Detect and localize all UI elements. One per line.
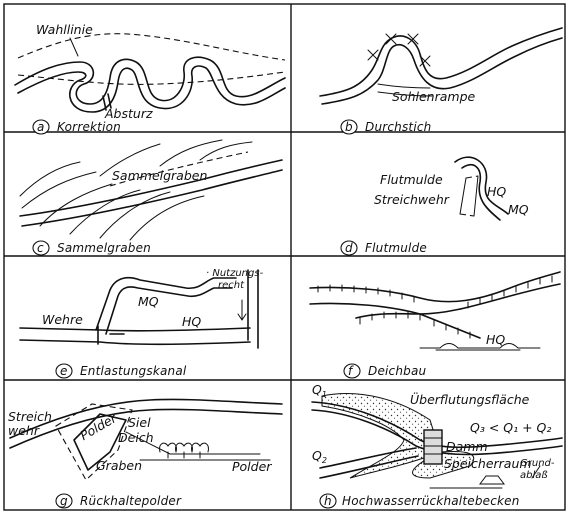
label-grund: Grund-: [520, 458, 555, 469]
svg-text:h: h: [324, 494, 332, 508]
panel-b-caption: b Durchstich: [341, 120, 431, 134]
label-siel: Siel: [128, 415, 151, 430]
contour-lines: [20, 140, 252, 240]
panel-b-durchstich: Sohlenrampe b Durchstich: [320, 28, 562, 134]
label-ablass: ablaß: [520, 470, 548, 481]
panel-h-caption: h Hochwasserrückhaltebecken: [320, 494, 520, 508]
svg-text:Durchstich: Durchstich: [365, 120, 431, 134]
label-hq: HQ: [182, 314, 201, 329]
panel-f-deichbau: HQ f Deichbau: [310, 272, 560, 378]
panel-c-sammelgraben: Sammelgraben c Sammelgraben: [20, 140, 282, 255]
label-speicherraum: Speicherraum: [444, 456, 532, 471]
svg-text:Korrektion: Korrektion: [57, 120, 121, 134]
label-graben: Graben: [96, 458, 142, 473]
svg-text:Hochwasserrückhaltebecken: Hochwasserrückhaltebecken: [342, 494, 520, 508]
label-damm: Damm: [446, 439, 488, 454]
label-absturz: Absturz: [104, 106, 153, 121]
label-wehr: wehr: [8, 423, 40, 438]
svg-text:Sammelgraben: Sammelgraben: [57, 241, 151, 255]
label-q1: Q1: [312, 382, 327, 399]
svg-text:Flutmulde: Flutmulde: [365, 241, 427, 255]
svg-text:Rückhaltepolder: Rückhaltepolder: [80, 494, 182, 508]
panel-e-entlastungskanal: · Nutzungs- recht MQ Wehre HQ e Entlastu…: [20, 268, 264, 378]
panel-h-hochwasserrueckhaltebecken: Q1 Q2 Überflutungsfläche Damm Q₃ < Q₁ + …: [312, 382, 562, 508]
svg-text:Deichbau: Deichbau: [368, 364, 427, 378]
svg-text:g: g: [60, 494, 68, 508]
label-nutzungsrecht-line1: · Nutzungs-: [206, 268, 264, 279]
label-wehre: Wehre: [42, 312, 83, 327]
label-mq: MQ: [138, 294, 159, 309]
svg-text:a: a: [37, 120, 45, 134]
panel-a-caption: a Korrektion: [33, 120, 121, 134]
svg-text:b: b: [345, 120, 353, 134]
panel-e-caption: e Entlastungskanal: [56, 364, 187, 378]
label-hq: HQ: [487, 184, 506, 199]
label-wahllinie: Wahllinie: [36, 22, 93, 37]
label-nutzungsrecht-line2: recht: [218, 280, 245, 291]
label-polder: Polder: [232, 459, 272, 474]
label-deich: Deich: [118, 430, 154, 445]
panel-d-flutmulde: Flutmulde Streichwehr HQ MQ d Flutmulde: [341, 157, 529, 255]
label-q2: Q2: [312, 448, 327, 465]
label-sammelgraben: Sammelgraben: [112, 168, 207, 183]
label-flutmulde: Flutmulde: [380, 172, 443, 187]
svg-text:d: d: [345, 241, 353, 255]
label-streich: Streich: [8, 409, 52, 424]
label-sohlenrampe: Sohlenrampe: [392, 89, 476, 104]
svg-text:c: c: [37, 241, 44, 255]
label-streichwehr: Streichwehr: [374, 192, 450, 207]
panel-f-caption: f Deichbau: [344, 364, 427, 378]
label-formel: Q₃ < Q₁ + Q₂: [470, 420, 551, 435]
panel-c-caption: c Sammelgraben: [33, 241, 151, 255]
svg-text:e: e: [60, 364, 68, 378]
dam: [424, 430, 442, 464]
panel-g-caption: g Rückhaltepolder: [56, 494, 182, 508]
svg-text:Entlastungskanal: Entlastungskanal: [80, 364, 187, 378]
label-mq: MQ: [508, 202, 529, 217]
label-ueberflutungsflaeche: Überflutungsfläche: [410, 391, 530, 407]
panel-a-korrektion: Wahllinie Absturz a Korrektion: [15, 22, 285, 134]
label-hq: HQ: [486, 332, 505, 347]
panel-g-rueckhaltepolder: Streich wehr Polder Siel Deich Graben Po…: [8, 399, 282, 508]
panel-d-caption: d Flutmulde: [341, 241, 427, 255]
